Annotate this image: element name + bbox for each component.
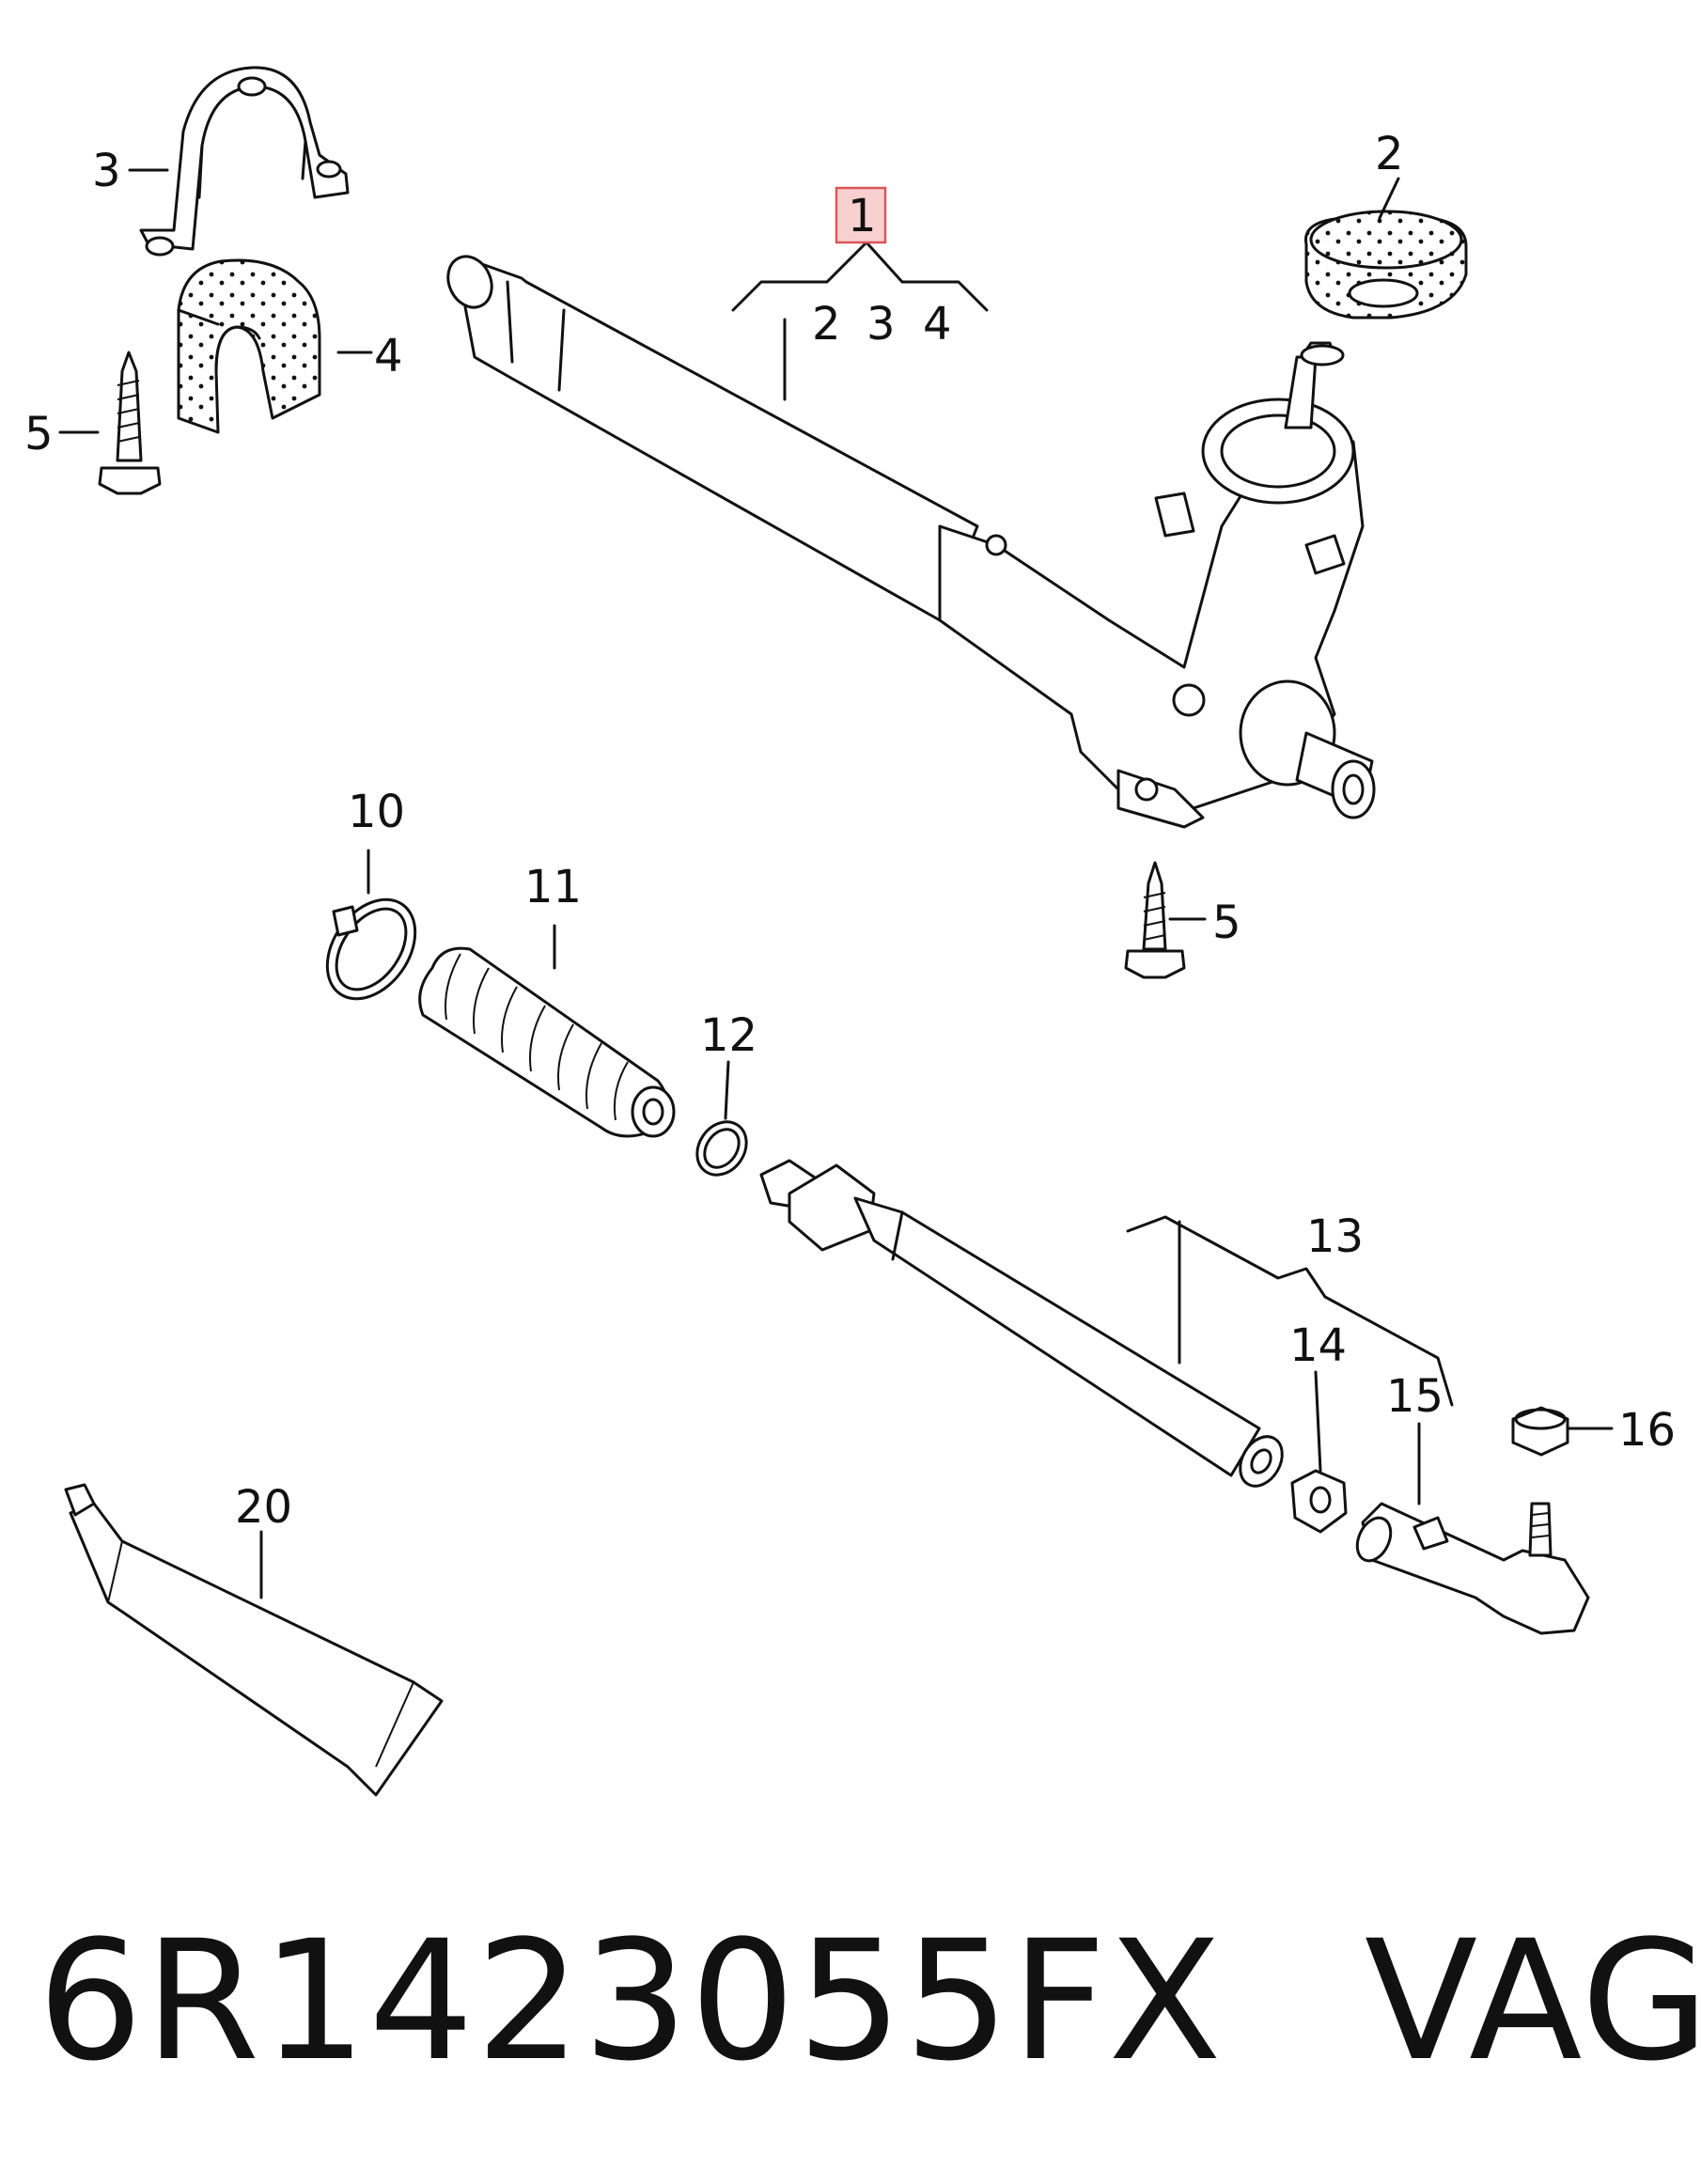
grease-tube-part-20 — [64, 1483, 444, 1797]
callout-2: 2 — [1375, 128, 1404, 180]
callout-1-sub-4: 4 — [923, 298, 952, 351]
part-number: 6R1423055FX — [38, 1905, 1224, 2098]
steering-rack-exploded-diagram: 1 2 3 4 2 3 4 5 5 10 11 12 13 14 15 16 2… — [24, 66, 1676, 1797]
tie-rod-end-part-15 — [1355, 1502, 1590, 1635]
bellows-boot-part-11 — [418, 946, 676, 1138]
callout-1-sub-3: 3 — [866, 298, 896, 351]
nut-part-16 — [1511, 1406, 1569, 1457]
callout-13: 13 — [1306, 1210, 1364, 1263]
nut-part-14 — [1290, 1469, 1348, 1534]
callout-10: 10 — [348, 786, 405, 838]
steering-rack-part-1 — [446, 255, 1376, 829]
brand-name: VAG — [1364, 1905, 1701, 2098]
callouts: 1 2 3 4 2 3 4 5 5 10 11 12 13 14 15 16 2… — [24, 128, 1676, 1534]
callout-5-lower: 5 — [1212, 897, 1241, 949]
hose-clamp-part-10 — [325, 897, 417, 1001]
oval-seal-part-2 — [1304, 210, 1468, 320]
footer-caption: 6R1423055FX VAG — [38, 1905, 1701, 2114]
callout-16: 16 — [1618, 1404, 1676, 1457]
callout-14: 14 — [1289, 1319, 1347, 1372]
callout-4: 4 — [374, 330, 403, 382]
rubber-bushing-part-4 — [177, 258, 321, 434]
callout-5-upper: 5 — [24, 408, 54, 460]
small-clamp-part-12 — [695, 1120, 748, 1177]
callout-20: 20 — [235, 1481, 292, 1534]
callout-11: 11 — [524, 861, 582, 913]
tie-rod-part-13 — [759, 1159, 1284, 1488]
callout-15: 15 — [1386, 1370, 1444, 1423]
callout-1: 1 — [848, 190, 877, 242]
callout-1-highlight — [835, 186, 887, 244]
mounting-clamp-part-3 — [139, 66, 350, 257]
callout-1-sub-2: 2 — [812, 298, 841, 351]
screw-part-5-upper — [98, 351, 162, 495]
callout-12: 12 — [700, 1009, 757, 1062]
screw-part-5-lower — [1124, 861, 1186, 979]
callout-3: 3 — [92, 145, 121, 197]
